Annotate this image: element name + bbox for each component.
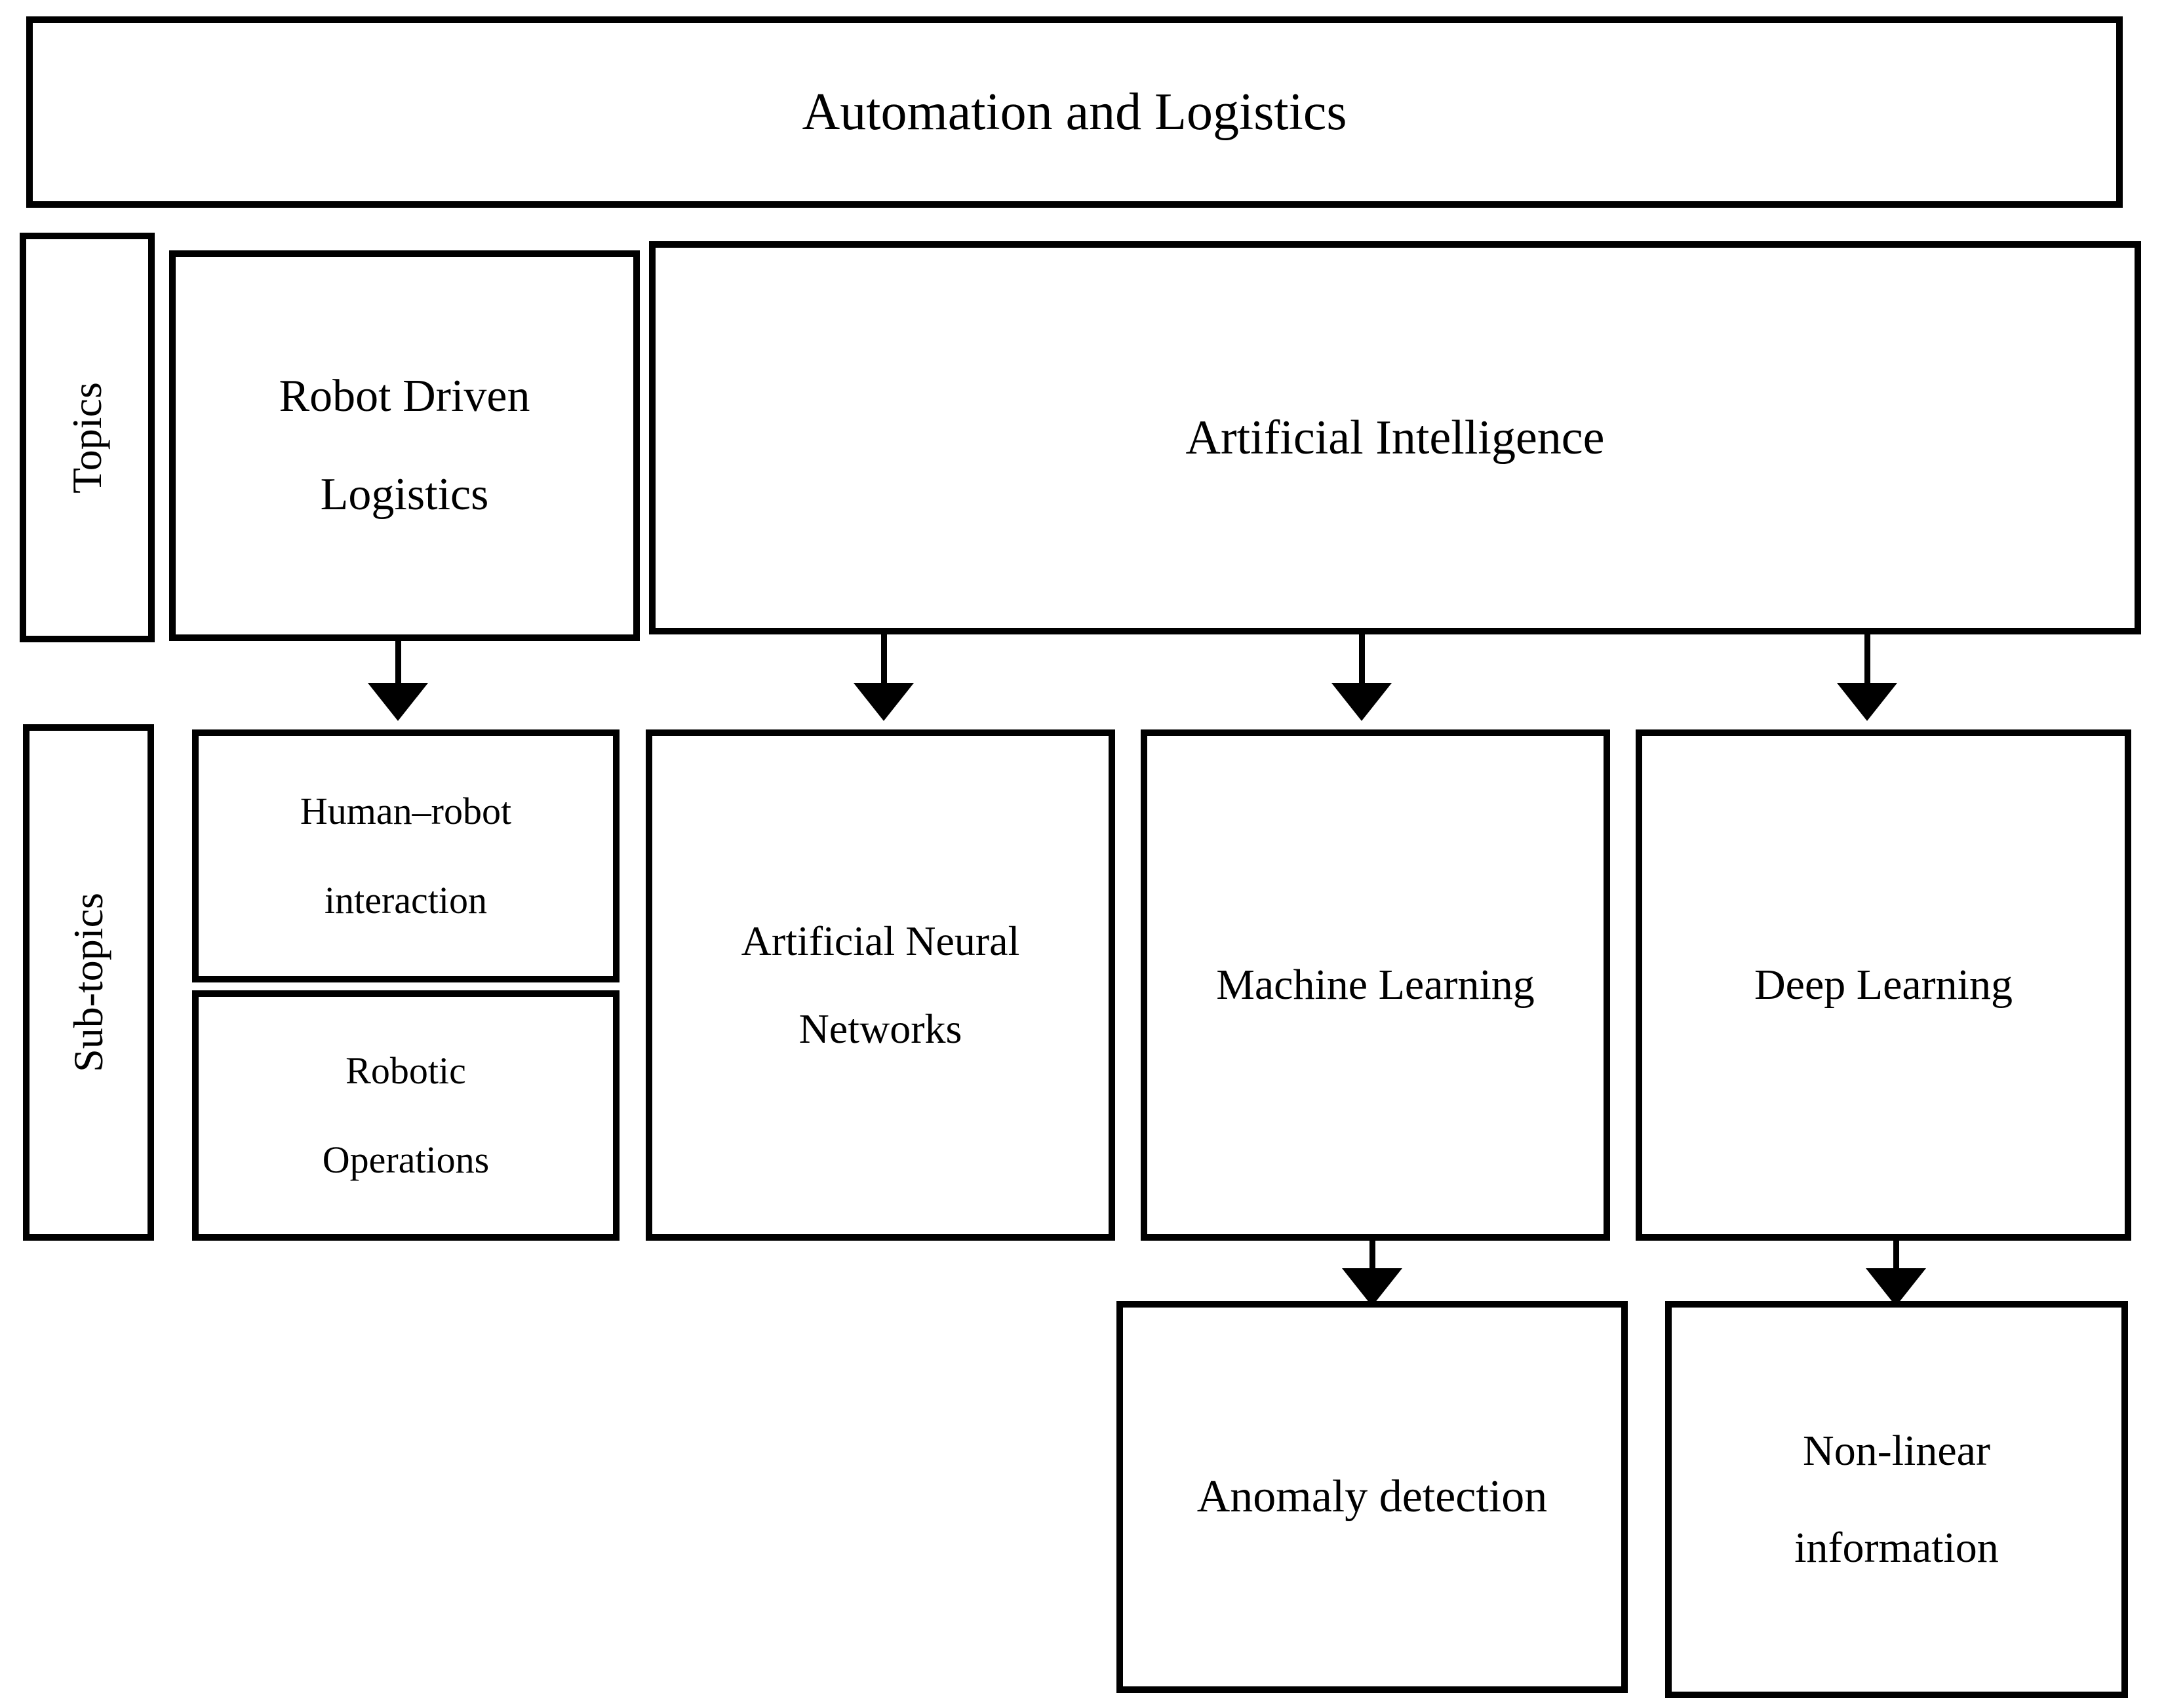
arrow-robot-to-human-robot — [368, 641, 428, 721]
deep-learning-label: Deep Learning — [1754, 961, 2013, 1009]
ann-line2: Networks — [798, 1005, 962, 1052]
subtopic-box-robotic-operations: Robotic Operations — [192, 990, 620, 1241]
row-label-box-subtopics: Sub-topics — [23, 724, 154, 1241]
down-arrow-icon — [1342, 1268, 1402, 1306]
non-linear-line2: information — [1794, 1524, 1999, 1572]
arrow-shaft — [1864, 634, 1870, 683]
arrow-ai-to-ann — [854, 634, 914, 721]
root-box-automation-and-logistics: Automation and Logistics — [26, 16, 2123, 208]
leaf-box-non-linear-information: Non-linear information — [1665, 1301, 2128, 1698]
topic-box-robot-driven-logistics: Robot Driven Logistics — [169, 250, 640, 641]
anomaly-detection-label: Anomaly detection — [1196, 1471, 1548, 1522]
arrow-shaft — [1358, 634, 1365, 683]
arrow-shaft — [1369, 1241, 1375, 1268]
arrow-ai-to-machine-learning — [1331, 634, 1392, 721]
down-arrow-icon — [1837, 683, 1897, 721]
non-linear-line1: Non-linear — [1803, 1426, 1990, 1475]
ann-line1: Artificial Neural — [741, 917, 1020, 964]
robotic-operations-line2: Operations — [322, 1138, 490, 1181]
subtopic-box-machine-learning: Machine Learning — [1141, 729, 1610, 1241]
arrow-ml-to-anomaly-detection — [1342, 1241, 1402, 1306]
topics-row-label: Topics — [64, 381, 110, 494]
down-arrow-icon — [368, 683, 428, 721]
human-robot-line1: Human–robot — [300, 789, 512, 832]
row-label-box-topics: Topics — [20, 233, 155, 642]
robotic-operations-line1: Robotic — [345, 1049, 466, 1092]
subtopic-box-artificial-neural-networks: Artificial Neural Networks — [646, 729, 1115, 1241]
arrow-shaft — [1893, 1241, 1899, 1268]
human-robot-line2: interaction — [324, 879, 487, 922]
leaf-box-anomaly-detection: Anomaly detection — [1116, 1301, 1628, 1693]
arrow-ai-to-deep-learning — [1837, 634, 1897, 721]
robot-driven-logistics-line1: Robot Driven — [279, 370, 530, 421]
down-arrow-icon — [1866, 1268, 1926, 1306]
down-arrow-icon — [1331, 683, 1392, 721]
robot-driven-logistics-line2: Logistics — [320, 469, 489, 520]
artificial-intelligence-label: Artificial Intelligence — [1185, 410, 1605, 465]
subtopic-box-human-robot-interaction: Human–robot interaction — [192, 729, 620, 982]
arrow-shaft — [880, 634, 887, 683]
down-arrow-icon — [854, 683, 914, 721]
machine-learning-label: Machine Learning — [1216, 961, 1535, 1009]
root-title: Automation and Logistics — [802, 83, 1347, 141]
subtopics-row-label: Sub-topics — [65, 893, 111, 1072]
arrow-dl-to-non-linear-information — [1866, 1241, 1926, 1306]
subtopic-box-deep-learning: Deep Learning — [1636, 729, 2131, 1241]
arrow-shaft — [395, 641, 401, 683]
topic-box-artificial-intelligence: Artificial Intelligence — [649, 241, 2141, 634]
